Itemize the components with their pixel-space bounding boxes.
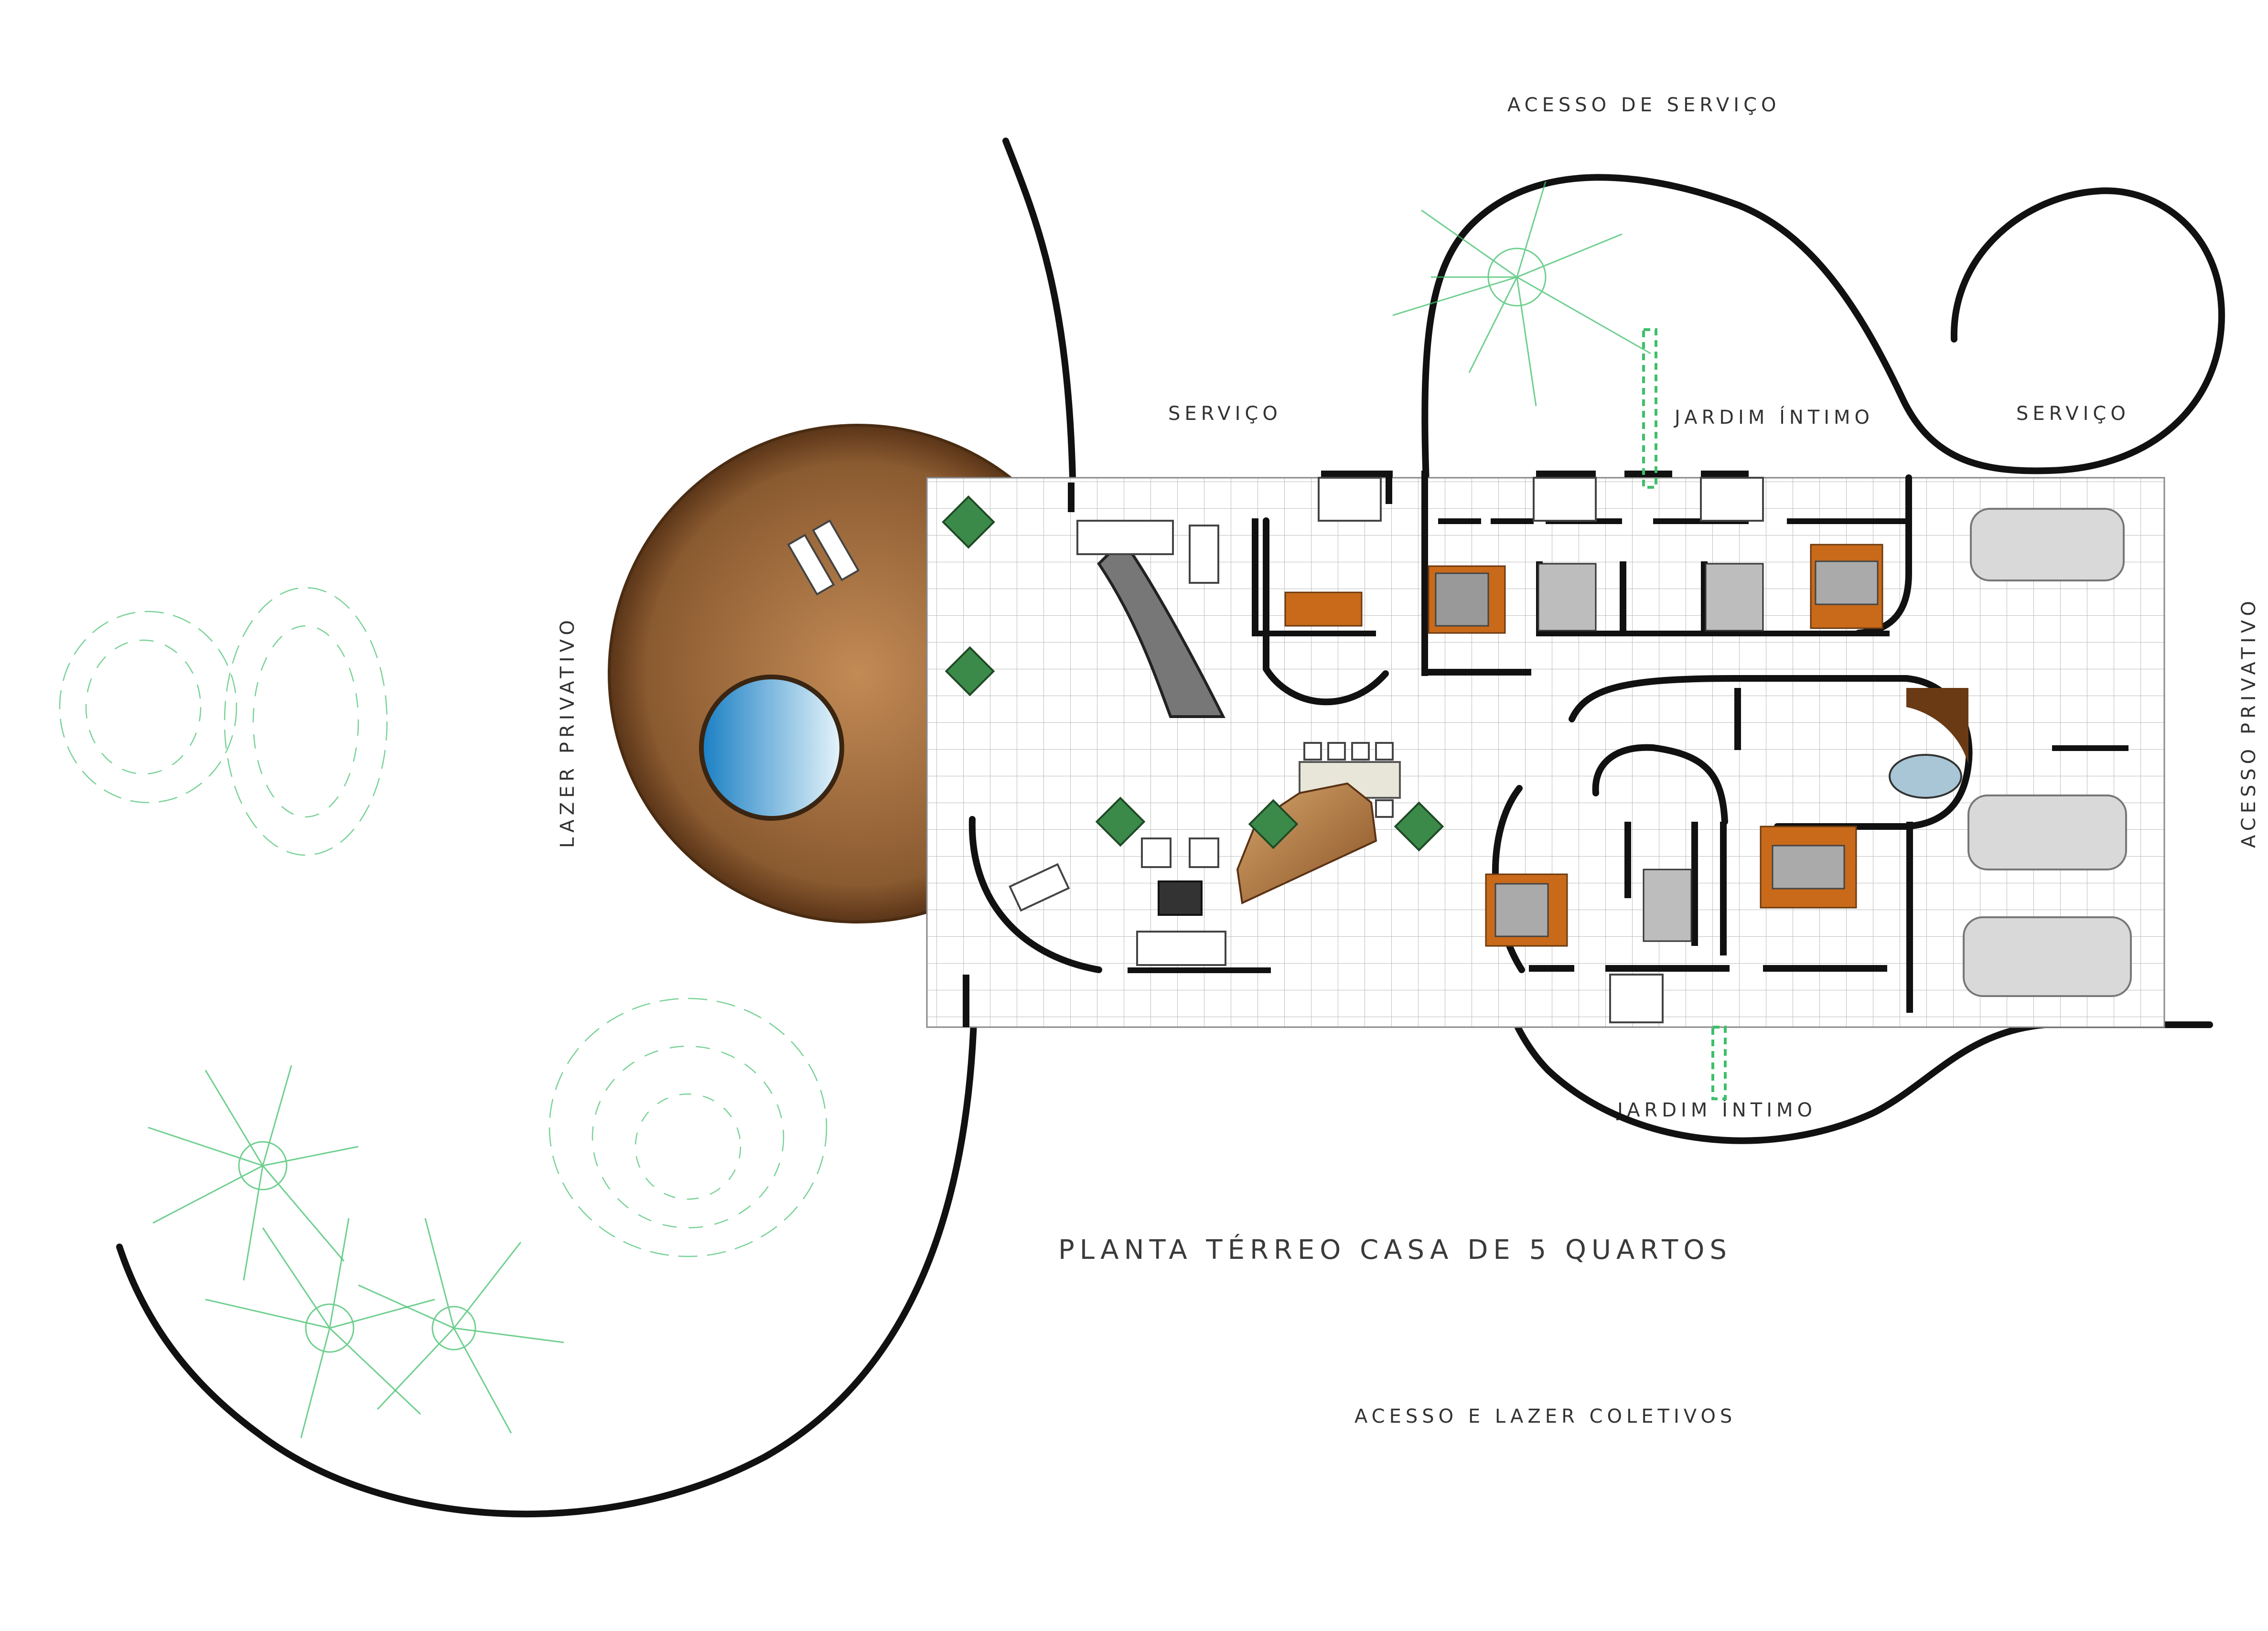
- shrubs-bottom: [548, 998, 828, 1257]
- label-acesso-privativo: ACESSO PRIVATIVO: [2238, 597, 2260, 848]
- living-room: [1009, 837, 1226, 966]
- beds: [1284, 544, 1883, 947]
- fridge: [1189, 525, 1219, 584]
- bathtub: [1889, 754, 1962, 799]
- label-jardim-intimo-top: JARDIM ÍNTIMO: [1673, 406, 1874, 429]
- planters: [942, 495, 1444, 852]
- label-servico-left: SERVIÇO: [1168, 403, 1282, 425]
- palm-trees-bottom-left: [148, 1065, 564, 1438]
- label-servico-right: SERVIÇO: [2016, 403, 2130, 425]
- label-acesso-servico: ACESSO DE SERVIÇO: [1507, 94, 1780, 116]
- pool: [699, 675, 844, 821]
- kitchen-appliances: [1076, 520, 1174, 555]
- label-acesso-lazer-coletivos: ACESSO E LAZER COLETIVOS: [1354, 1406, 1736, 1427]
- hedge-bottom: [1711, 1026, 1727, 1100]
- sun-loungers: [787, 519, 860, 596]
- hedge-top: [1642, 328, 1657, 489]
- shrubs-left: [59, 587, 388, 856]
- label-lazer-privativo: LAZER PRIVATIVO: [557, 616, 579, 848]
- label-jardim-intimo-bottom: JARDIM ÍNTIMO: [1616, 1098, 1817, 1121]
- bathrooms: [1318, 477, 1968, 1023]
- garage-cars: [1963, 508, 2132, 997]
- palm-tree-top: [1392, 181, 1651, 407]
- page-title: PLANTA TÉRREO CASA DE 5 QUARTOS: [1058, 1234, 1732, 1266]
- kitchen-counter: [1097, 537, 1225, 718]
